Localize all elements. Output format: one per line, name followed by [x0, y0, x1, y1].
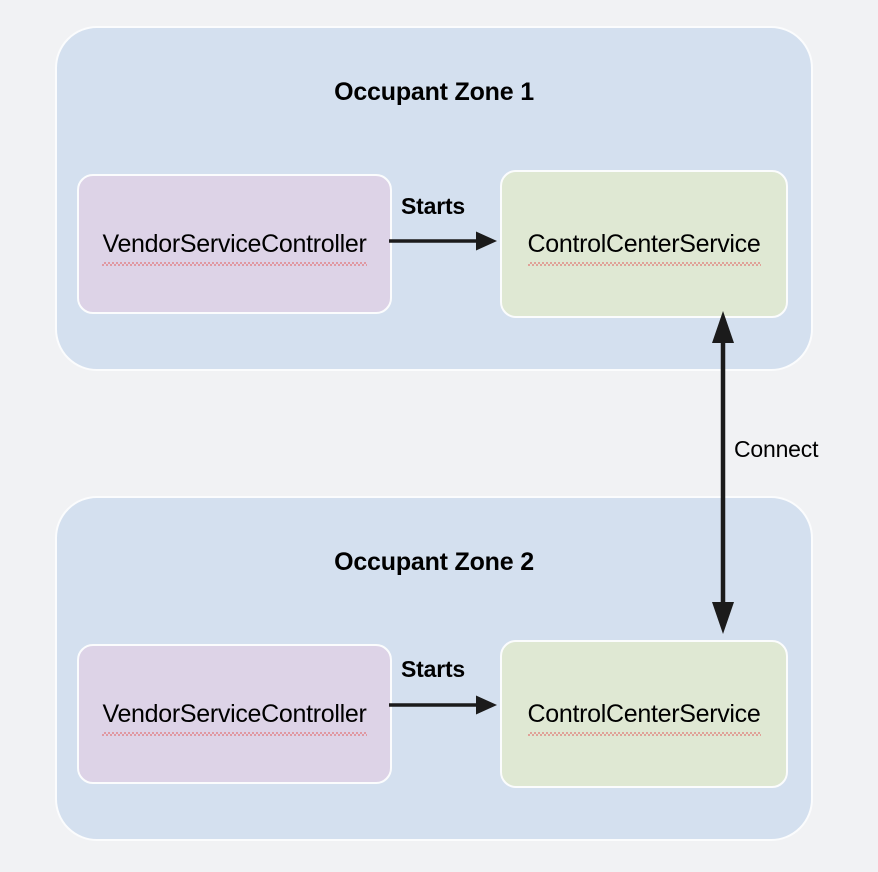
starts-edge-label-zone-1: Starts [401, 193, 465, 219]
connect-edge-label: Connect [734, 436, 819, 462]
occupant-zone-1-title: Occupant Zone 1 [334, 78, 534, 106]
occupant-zone-2-container: Occupant Zone 2 VendorServiceController … [55, 496, 813, 841]
control-center-service-node-zone-2[interactable]: ControlCenterService [500, 640, 788, 788]
starts-edge-label-zone-2: Starts [401, 656, 465, 682]
control-center-service-label-zone-2: ControlCenterService [527, 699, 761, 736]
occupant-zone-1-container: Occupant Zone 1 VendorServiceController … [55, 26, 813, 371]
control-center-service-label-zone-1: ControlCenterService [527, 229, 761, 266]
control-center-service-node-zone-1[interactable]: ControlCenterService [500, 170, 788, 318]
vendor-service-controller-label-zone-1: VendorServiceController [102, 229, 367, 266]
occupant-zone-2-title: Occupant Zone 2 [334, 548, 534, 576]
vendor-service-controller-node-zone-2[interactable]: VendorServiceController [77, 644, 392, 784]
vendor-service-controller-label-zone-2: VendorServiceController [102, 699, 367, 736]
vendor-service-controller-node-zone-1[interactable]: VendorServiceController [77, 174, 392, 314]
